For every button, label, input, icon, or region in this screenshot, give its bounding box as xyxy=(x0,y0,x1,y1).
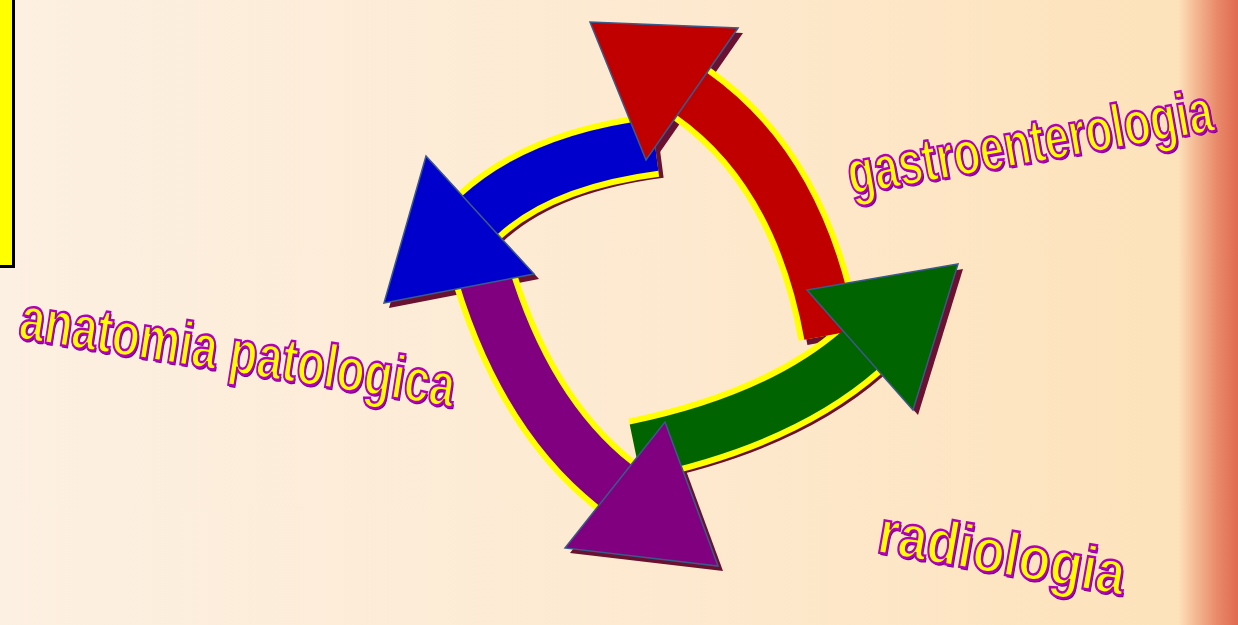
purple-arrow xyxy=(478,255,615,485)
specialty-label: gastroenterologia xyxy=(842,76,1218,207)
blue-arrowhead xyxy=(384,156,534,303)
specialty-label: anatomia patologica xyxy=(15,284,460,420)
purple-arrowhead xyxy=(565,422,718,566)
red-arrow xyxy=(692,94,830,335)
green-arrowhead xyxy=(807,264,958,410)
blue-arrow xyxy=(480,145,655,215)
specialty-label: radiologia xyxy=(873,498,1131,609)
corner-frame xyxy=(0,0,15,268)
red-arrowhead xyxy=(590,22,738,160)
